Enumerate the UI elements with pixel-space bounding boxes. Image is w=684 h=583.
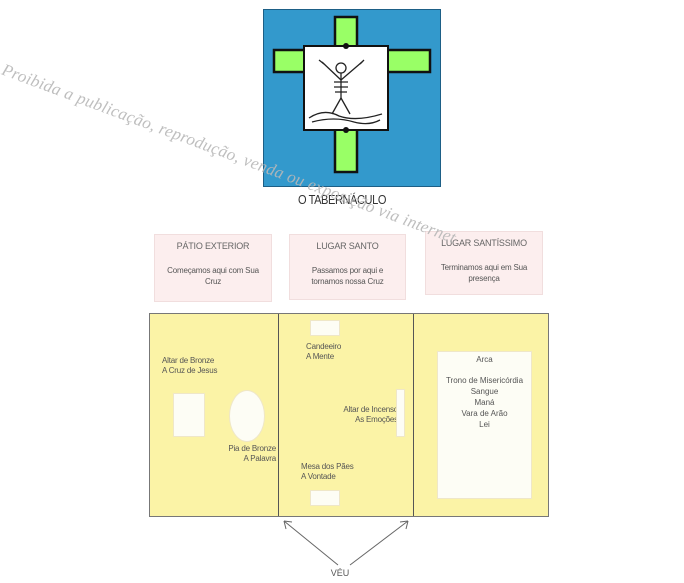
tabernacle-logo — [263, 9, 441, 187]
bread-table — [310, 490, 340, 506]
bronze-altar — [173, 393, 205, 437]
bronze-laver — [229, 390, 265, 442]
incense-altar — [396, 389, 405, 437]
section-heading: LUGAR SANTÍSSIMO — [441, 238, 527, 248]
tabernacle-floor-plan: Altar de Bronze A Cruz de Jesus Pia de B… — [149, 313, 549, 517]
section-description: Terminamos aqui em Sua presença — [440, 263, 528, 283]
bronze-laver-label: Pia de Bronze A Palavra — [228, 444, 276, 463]
section-most-holy-place: LUGAR SANTÍSSIMO Terminamos aqui em Sua … — [425, 231, 543, 295]
ark-label: Arca Trono de Misericórdia Sangue Maná V… — [445, 355, 524, 429]
bronze-altar-label: Altar de Bronze A Cruz de Jesus — [162, 356, 218, 375]
veil-divider — [413, 314, 414, 516]
veil-label: VÉU — [330, 568, 350, 578]
section-holy-place: LUGAR SANTO Passamos por aqui e tornamos… — [289, 234, 406, 300]
outer-court-divider — [278, 314, 279, 516]
bread-table-label: Mesa dos Pães A Vontade — [301, 462, 354, 481]
section-description: Começamos aqui com Sua Cruz — [167, 266, 259, 286]
section-outer-court: PÁTIO EXTERIOR Começamos aqui com Sua Cr… — [154, 234, 272, 302]
section-heading: LUGAR SANTO — [316, 241, 379, 251]
lampstand-label: Candeeiro A Mente — [306, 342, 342, 361]
section-heading: PÁTIO EXTERIOR — [176, 241, 250, 251]
cross-with-figure-icon — [272, 15, 432, 174]
ark-of-covenant — [437, 351, 532, 499]
page-title: O TABERNÁCULO — [297, 192, 387, 207]
incense-altar-label: Altar de Incenso As Emoções — [343, 405, 398, 424]
veil-arrow-icon — [283, 520, 409, 566]
section-description: Passamos por aqui e tornamos nossa Cruz — [311, 266, 384, 286]
lampstand — [310, 320, 340, 336]
